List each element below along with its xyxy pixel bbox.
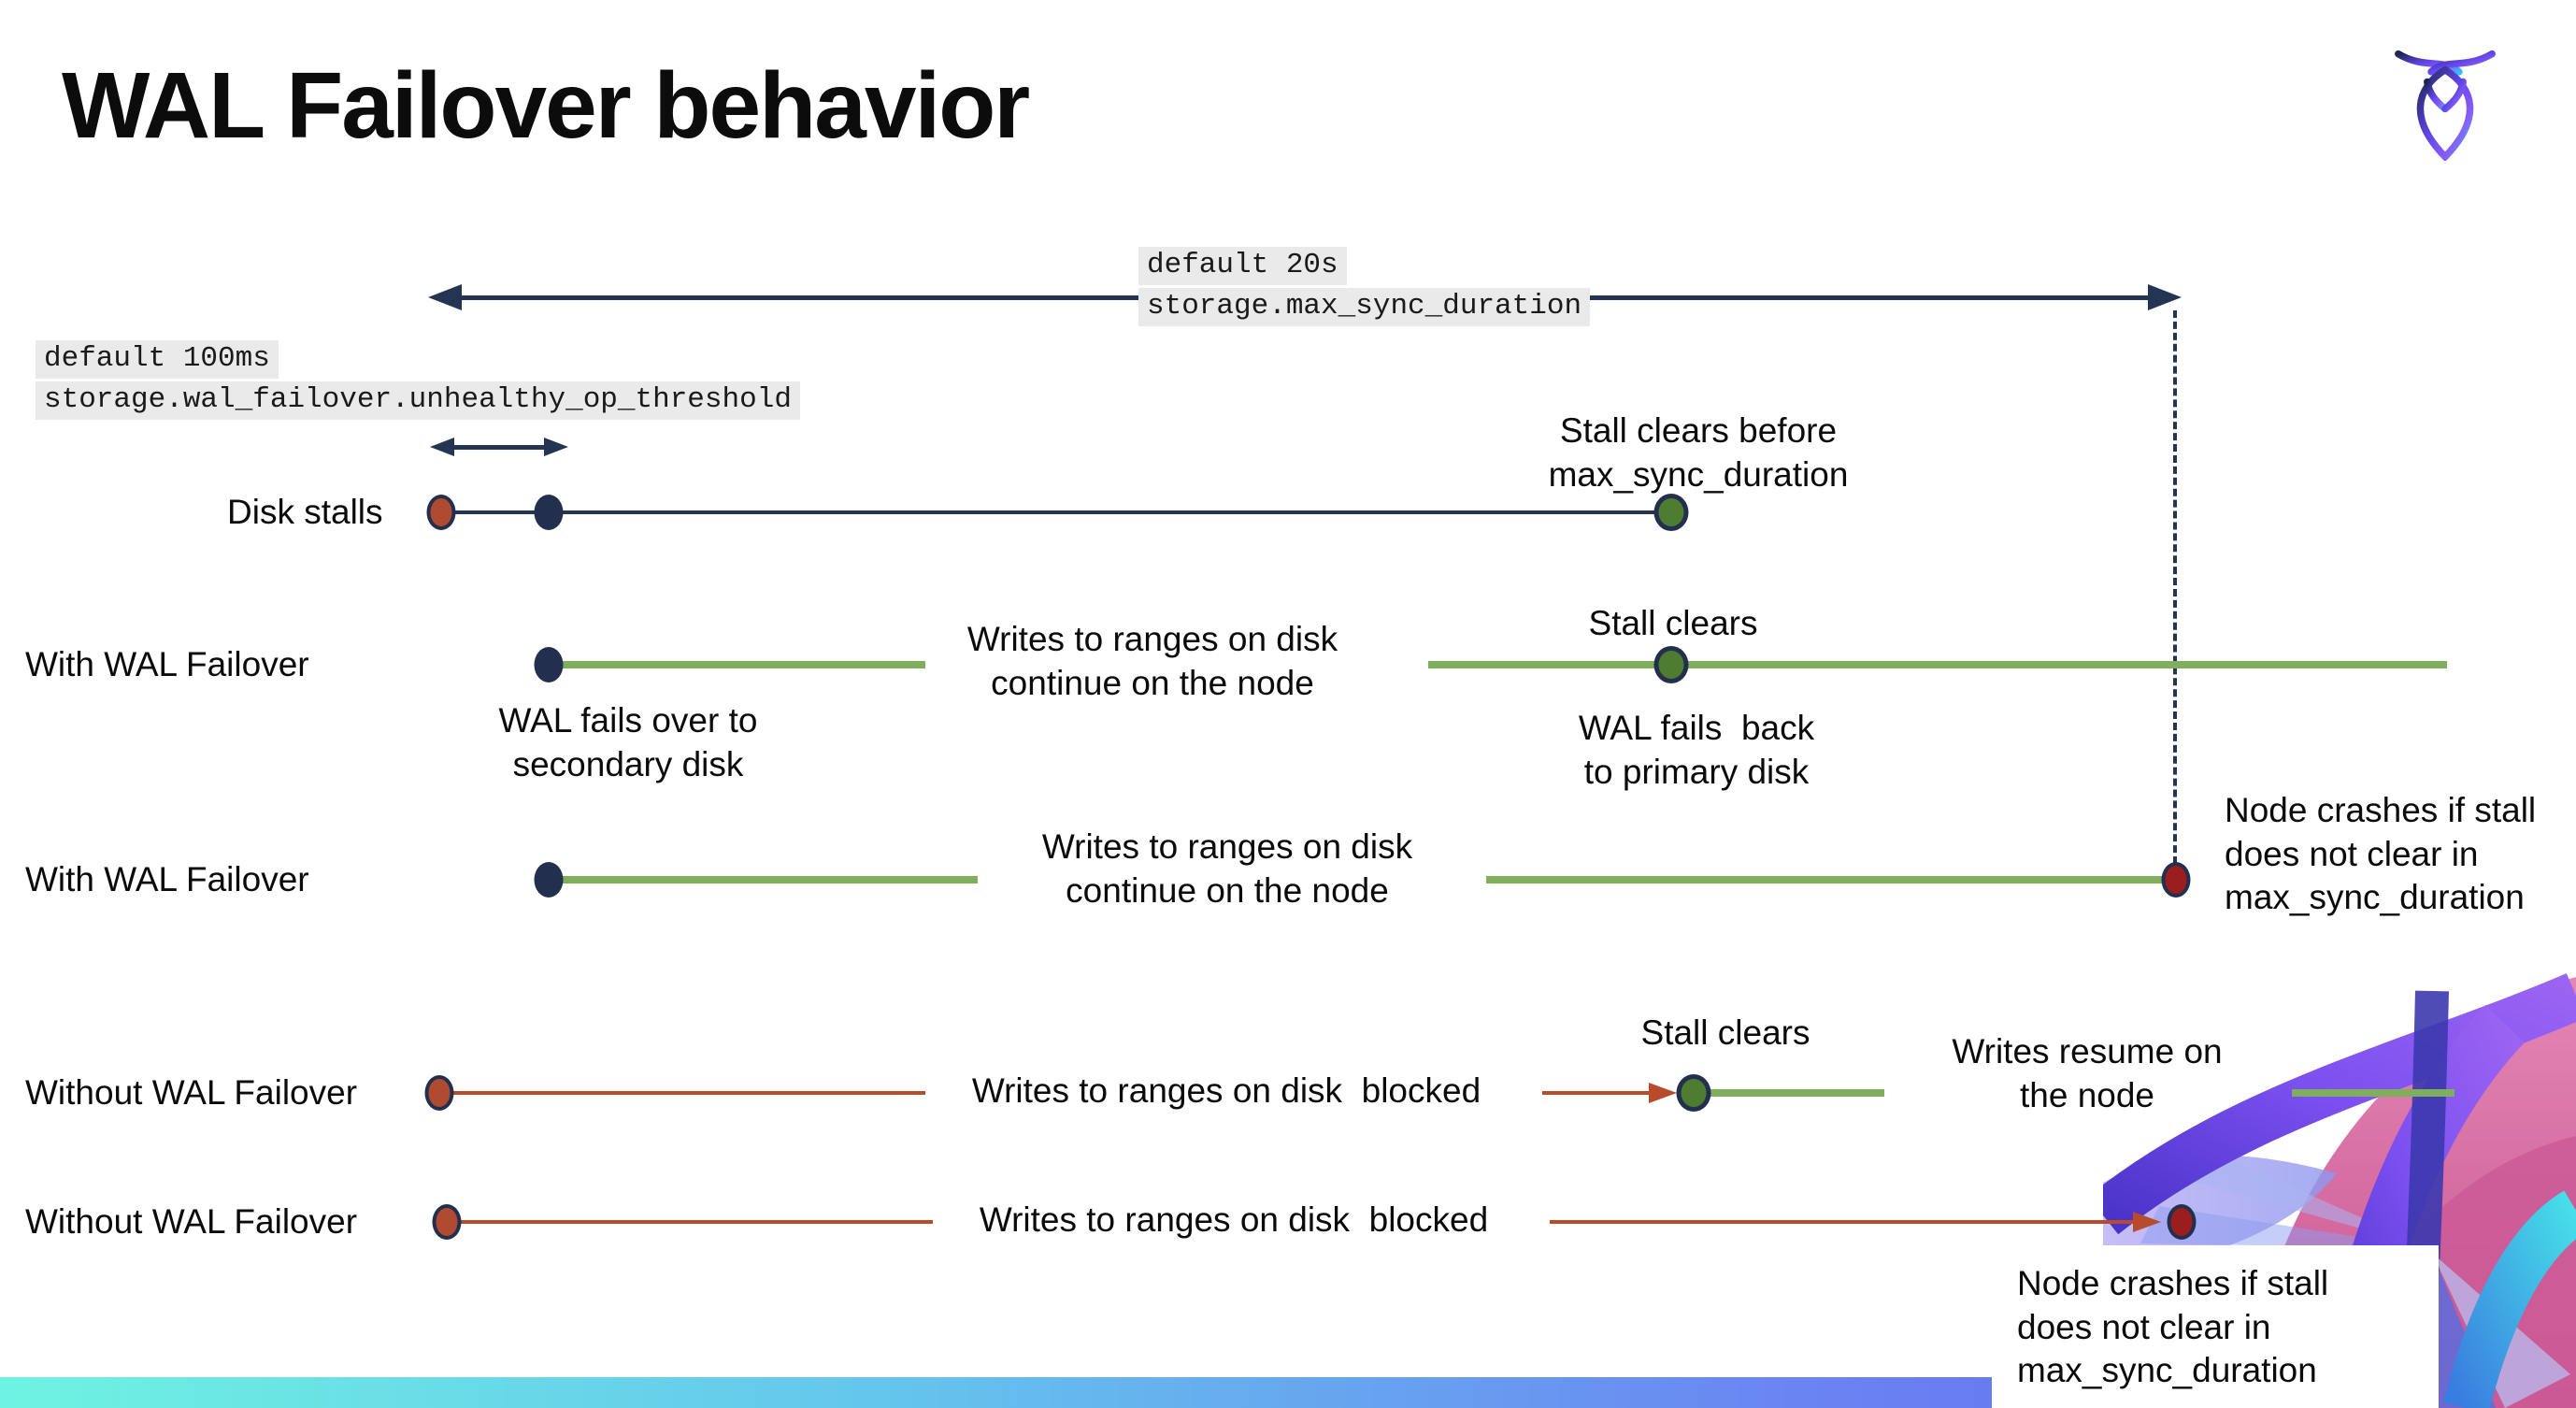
annotation-stall-clears-1: Stall clears xyxy=(1588,604,1758,642)
max-sync-default-value: default 20s xyxy=(1138,247,1347,285)
arrow-left-head-icon xyxy=(430,438,454,456)
row5-blocked-segment-b xyxy=(1550,1220,2133,1224)
row1-threshold-segment xyxy=(441,510,549,514)
row2-stall-clears-dot xyxy=(1653,646,1689,683)
arrow-right-head-icon xyxy=(2133,1212,2161,1232)
row4-stall-start-dot xyxy=(424,1075,454,1111)
annotation-writes-continue-1: Writes to ranges on disk continue on the… xyxy=(966,620,1338,702)
annotation-writes-resume: Writes resume on the node xyxy=(1952,1032,2223,1114)
row4-resume-segment-a xyxy=(1707,1089,1884,1097)
annotation-stall-clears-2: Stall clears xyxy=(1640,1013,1810,1052)
row-label-with-wal-failover-1: With WAL Failover xyxy=(25,645,309,683)
row5-node-crash-dot xyxy=(2167,1204,2197,1240)
annotation-wal-fails-over: WAL fails over to secondary disk xyxy=(498,701,758,783)
row1-stall-start-dot xyxy=(426,495,456,530)
annotation-node-crashes-2: Node crashes if stall does not clear in … xyxy=(2017,1264,2329,1390)
row1-stall-line xyxy=(549,510,1671,514)
unhealthy-op-setting-name: storage.wal_failover.unhealthy_op_thresh… xyxy=(36,381,800,420)
row2-green-segment-a xyxy=(561,661,925,668)
arrow-left-head-icon xyxy=(428,284,462,310)
row3-failover-dot xyxy=(534,862,564,898)
row-label-disk-stalls: Disk stalls xyxy=(227,493,383,531)
row-label-without-wal-failover-2: Without WAL Failover xyxy=(25,1202,358,1241)
page-title: WAL Failover behavior xyxy=(62,53,1030,158)
annotation-stall-clears-before: Stall clears before max_sync_duration xyxy=(1548,411,1849,494)
row3-node-crash-dot xyxy=(2161,862,2191,898)
row2-green-segment-b xyxy=(1428,661,2447,668)
row-label-without-wal-failover-1: Without WAL Failover xyxy=(25,1073,358,1112)
row1-threshold-dot xyxy=(534,495,564,530)
annotation-node-crashes-1: Node crashes if stall does not clear in … xyxy=(2225,791,2537,917)
row5-blocked-segment-a xyxy=(460,1220,933,1224)
row5-stall-start-dot xyxy=(432,1204,462,1240)
row1-stall-clears-dot xyxy=(1653,494,1689,531)
row4-blocked-segment-b xyxy=(1542,1091,1654,1095)
annotation-wal-fails-back: WAL fails back to primary disk xyxy=(1578,709,1815,791)
annotation-writes-blocked-1: Writes to ranges on disk blocked xyxy=(971,1071,1481,1110)
row2-failover-dot xyxy=(534,647,564,682)
row4-blocked-segment-a xyxy=(452,1091,925,1095)
row4-stall-clears-dot xyxy=(1676,1074,1711,1112)
max-sync-duration-label: default 20s storage.max_sync_duration xyxy=(1138,247,1591,326)
row4-resume-segment-b xyxy=(2292,1089,2454,1097)
arrow-right-head-icon xyxy=(544,438,568,456)
unhealthy-op-default-value: default 100ms xyxy=(36,340,279,379)
row-label-with-wal-failover-2: With WAL Failover xyxy=(25,860,309,898)
max-sync-deadline-dashed-line xyxy=(2173,310,2177,864)
max-sync-setting-name: storage.max_sync_duration xyxy=(1138,288,1591,326)
cockroachdb-logo-icon xyxy=(2395,50,2496,161)
annotation-writes-continue-2: Writes to ranges on disk continue on the… xyxy=(1041,827,1413,910)
arrow-right-head-icon xyxy=(2148,284,2182,310)
row3-green-segment-a xyxy=(561,876,978,884)
callout-box xyxy=(1992,1245,2439,1408)
row3-green-segment-b xyxy=(1486,876,2174,884)
annotation-writes-blocked-2: Writes to ranges on disk blocked xyxy=(979,1200,1489,1239)
arrow-right-head-icon xyxy=(1649,1083,1677,1103)
unhealthy-op-threshold-label: default 100ms storage.wal_failover.unhea… xyxy=(36,340,800,420)
threshold-arrow-line xyxy=(452,445,546,450)
